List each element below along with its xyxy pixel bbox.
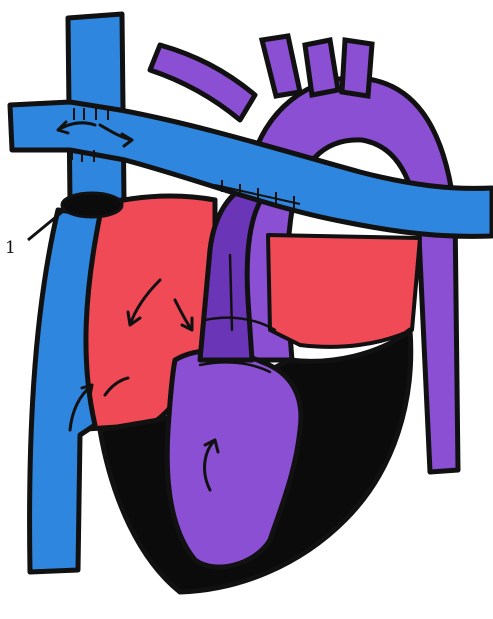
callout-label: 1 — [5, 238, 16, 258]
descending-aorta — [418, 210, 458, 472]
left-atrium-region — [268, 235, 420, 347]
pulmonary-branch-left — [150, 45, 255, 120]
brachiocephalic-branch — [262, 36, 300, 96]
carotid-branch — [305, 40, 338, 95]
subclavian-branch — [342, 40, 372, 96]
sinus-venosus-orifice — [62, 193, 122, 217]
